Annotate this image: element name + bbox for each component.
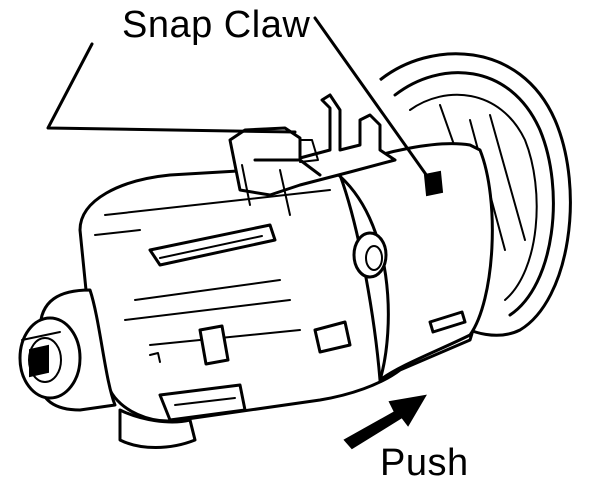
snap-claw [228,93,397,216]
pump-body [78,142,494,449]
front-nozzle [18,288,117,412]
push-arrow [343,394,427,450]
push-label: Push [380,442,469,484]
snap-claw-label: Snap Claw [122,4,311,46]
leader-lines [46,16,434,185]
